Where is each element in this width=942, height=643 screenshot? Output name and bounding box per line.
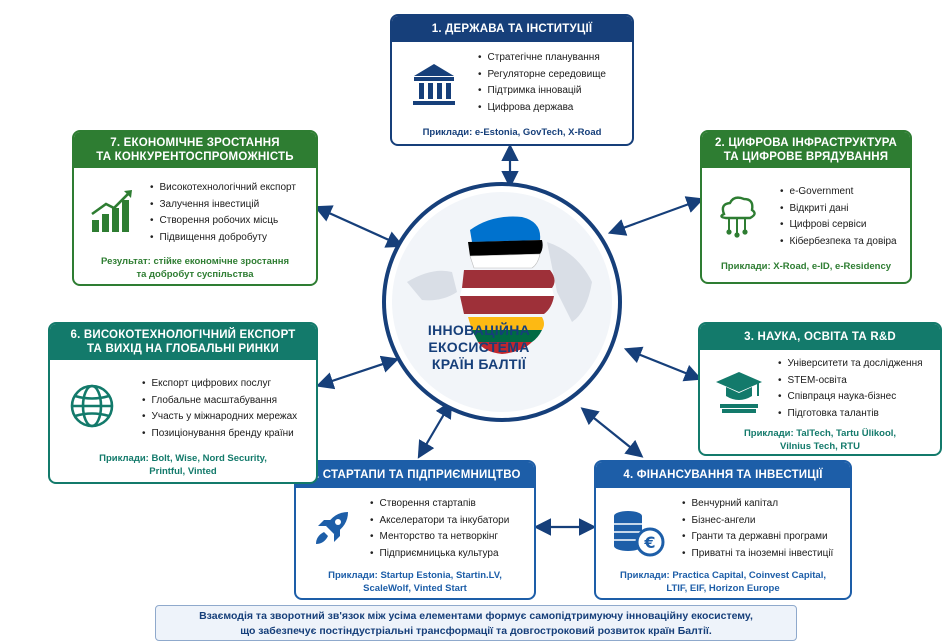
examples-line: Приклади: Startup Estonia, Startin.LV, [328,570,502,581]
box-title: 1. ДЕРЖАВА ТА ІНСТИТУЦІЇ [392,16,632,42]
examples-line: Приклади: Bolt, Wise, Nord Security, [99,453,267,464]
examples-line: Приклади: Practica Capital, Coinvest Cap… [620,570,826,581]
examples: Приклади: Startup Estonia, Startin.LV, S… [296,569,534,595]
list-item: Створення стартапів [370,496,509,513]
title-line-1: ІННОВАЦІЙНА [427,322,531,338]
list-item: Університети та дослідження [778,356,923,373]
list-item: STEM-освіта [778,373,923,390]
list-item: Створення робочих місць [150,213,296,230]
title-line: 2. ЦИФРОВА ІНФРАСТРУКТУРА [714,137,898,149]
examples: Приклади: Bolt, Wise, Nord Security, Pri… [50,452,316,478]
list-item: Підприємницька культура [370,546,509,563]
title-line: 6. ВИСОКОТЕХНОЛОГІЧНИЙ ЕКСПОРТ [70,329,296,341]
list-item: Підтримка інновацій [478,83,606,100]
list-item: Регуляторне середовище [478,67,606,84]
box-science-education: 3. НАУКА, ОСВІТА ТА R&D Університети та … [698,322,942,456]
result-text: Результат: стійке економічне зростання т… [74,255,316,281]
examples: Приклади: Practica Capital, Coinvest Cap… [596,569,850,595]
growth-chart-icon [91,190,132,232]
box-title: 3. НАУКА, ОСВІТА ТА R&D [700,324,940,350]
arrow-center-b2 [607,196,705,236]
list-item: Бізнес-ангели [682,513,833,530]
box-hightech-export: 6. ВИСОКОТЕХНОЛОГІЧНИЙ ЕКСПОРТ ТА ВИХІД … [48,322,318,484]
list-item: Приватні та іноземні інвестиції [682,546,834,563]
examples-line: Vilnius Tech, RTU [780,441,860,452]
examples-line: ScaleWolf, Vinted Start [363,583,467,594]
list-item: Акселератори та інкубатори [370,513,510,530]
cloud-network-icon [720,196,756,238]
globe-icon [70,384,114,428]
svg-text:€: € [643,533,655,552]
box-title: 2. ЦИФРОВА ІНФРАСТРУКТУРА ТА ЦИФРОВЕ ВРЯ… [702,132,910,168]
list-item: Співпраця наука-бізнес [778,389,923,406]
list-item: Високотехнологічний експорт [150,180,296,197]
title-line: ТА ЦИФРОВЕ ВРЯДУВАННЯ [723,151,889,163]
box-title: 4. ФІНАНСУВАННЯ ТА ІНВЕСТИЦІЇ [596,462,850,488]
arrow-center-b7 [313,205,405,248]
box-title: 7. ЕКОНОМІЧНЕ ЗРОСТАННЯ ТА КОНКУРЕНТОСПР… [74,132,316,168]
result-line: Результат: стійке економічне зростання [101,256,289,267]
list-item: Участь у міжнародних мережах [142,409,298,426]
box-state-institutions: 1. ДЕРЖАВА ТА ІНСТИТУЦІЇ Стратегічне пла… [390,14,634,146]
title-line-2: ЕКОСИСТЕМА [428,339,530,355]
list-item: Менторство та нетворкінг [370,529,509,546]
examples: Приклади: X-Road, e-ID, e-Residency [720,261,892,272]
result-line: та добробут суспільства [136,269,254,280]
footer-line: що забезпечує постіндустріальні трансфор… [240,625,712,637]
list-item: Кібербезпека та довіра [780,234,897,251]
box-financing-investment: 4. ФІНАНСУВАННЯ ТА ІНВЕСТИЦІЇ € Венчурни… [594,460,852,600]
list-item: Стратегічне планування [478,50,606,67]
list-item: Підвищення добробуту [150,230,296,247]
footer-note: Взаємодія та зворотний зв'язок між усіма… [155,605,797,641]
list-item: Експорт цифрових послуг [142,376,297,393]
examples: Приклади: e-Estonia, GovTech, X-Road [422,127,602,138]
box-title: 5. СТАРТАПИ ТА ПІДПРИЄМНИЦТВО [296,462,534,488]
rocket-icon [316,512,348,544]
list-item: Відкриті дані [780,201,897,218]
examples: Приклади: TalTech, Tartu Ülikool, Vilniu… [700,427,940,453]
arrow-center-b4 [580,407,644,458]
arrow-center-b3 [623,346,703,382]
list-item: Венчурний капітал [682,496,833,513]
list-item: Цифрові сервіси [780,217,897,234]
box-title: 6. ВИСОКОТЕХНОЛОГІЧНИЙ ЕКСПОРТ ТА ВИХІД … [50,324,316,360]
box-startups-entrepreneurship: 5. СТАРТАПИ ТА ПІДПРИЄМНИЦТВО Створення … [294,460,536,600]
latvia-flag-shape [460,270,555,314]
examples-line: Приклади: TalTech, Tartu Ülikool, [743,428,897,439]
estonia-flag-shape [468,216,543,269]
list-item: Підготовка талантів [778,406,923,423]
graduation-cap-icon [716,372,762,413]
list-item: Цифрова держава [478,100,606,117]
ecosystem-title: ІННОВАЦІЙНА ЕКОСИСТЕМА КРАЇН БАЛТІЇ [404,322,554,373]
box-digital-infrastructure: 2. ЦИФРОВА ІНФРАСТРУКТУРА ТА ЦИФРОВЕ ВРЯ… [700,130,912,284]
government-building-icon [413,64,455,105]
title-line: 7. ЕКОНОМІЧНЕ ЗРОСТАННЯ [110,137,280,149]
title-line: ТА ВИХІД НА ГЛОБАЛЬНІ РИНКИ [87,343,279,355]
arrow-center-b5 [417,400,453,459]
list-item: Глобальне масштабування [142,393,297,410]
examples-line: Printful, Vinted [149,466,217,477]
lithuania-flag-shape [468,317,544,354]
baltic-map-globe [382,182,622,422]
list-item: Гранти та державні програми [682,529,833,546]
list-item: Залучення інвестицій [150,197,296,214]
title-line: ТА КОНКУРЕНТОСПРОМОЖНІСТЬ [96,151,294,163]
footer-line: Взаємодія та зворотний зв'язок між усіма… [199,610,753,622]
box-economic-growth: 7. ЕКОНОМІЧНЕ ЗРОСТАННЯ ТА КОНКУРЕНТОСПР… [72,130,318,286]
arrow-center-b6 [315,355,400,390]
list-item: e-Government [780,184,897,201]
examples-line: LTIF, EIF, Horizon Europe [666,583,780,594]
title-line-3: КРАЇН БАЛТІЇ [431,356,527,372]
list-item: Позиціонування бренду країни [142,426,297,443]
coins-euro-icon: € [614,511,665,557]
